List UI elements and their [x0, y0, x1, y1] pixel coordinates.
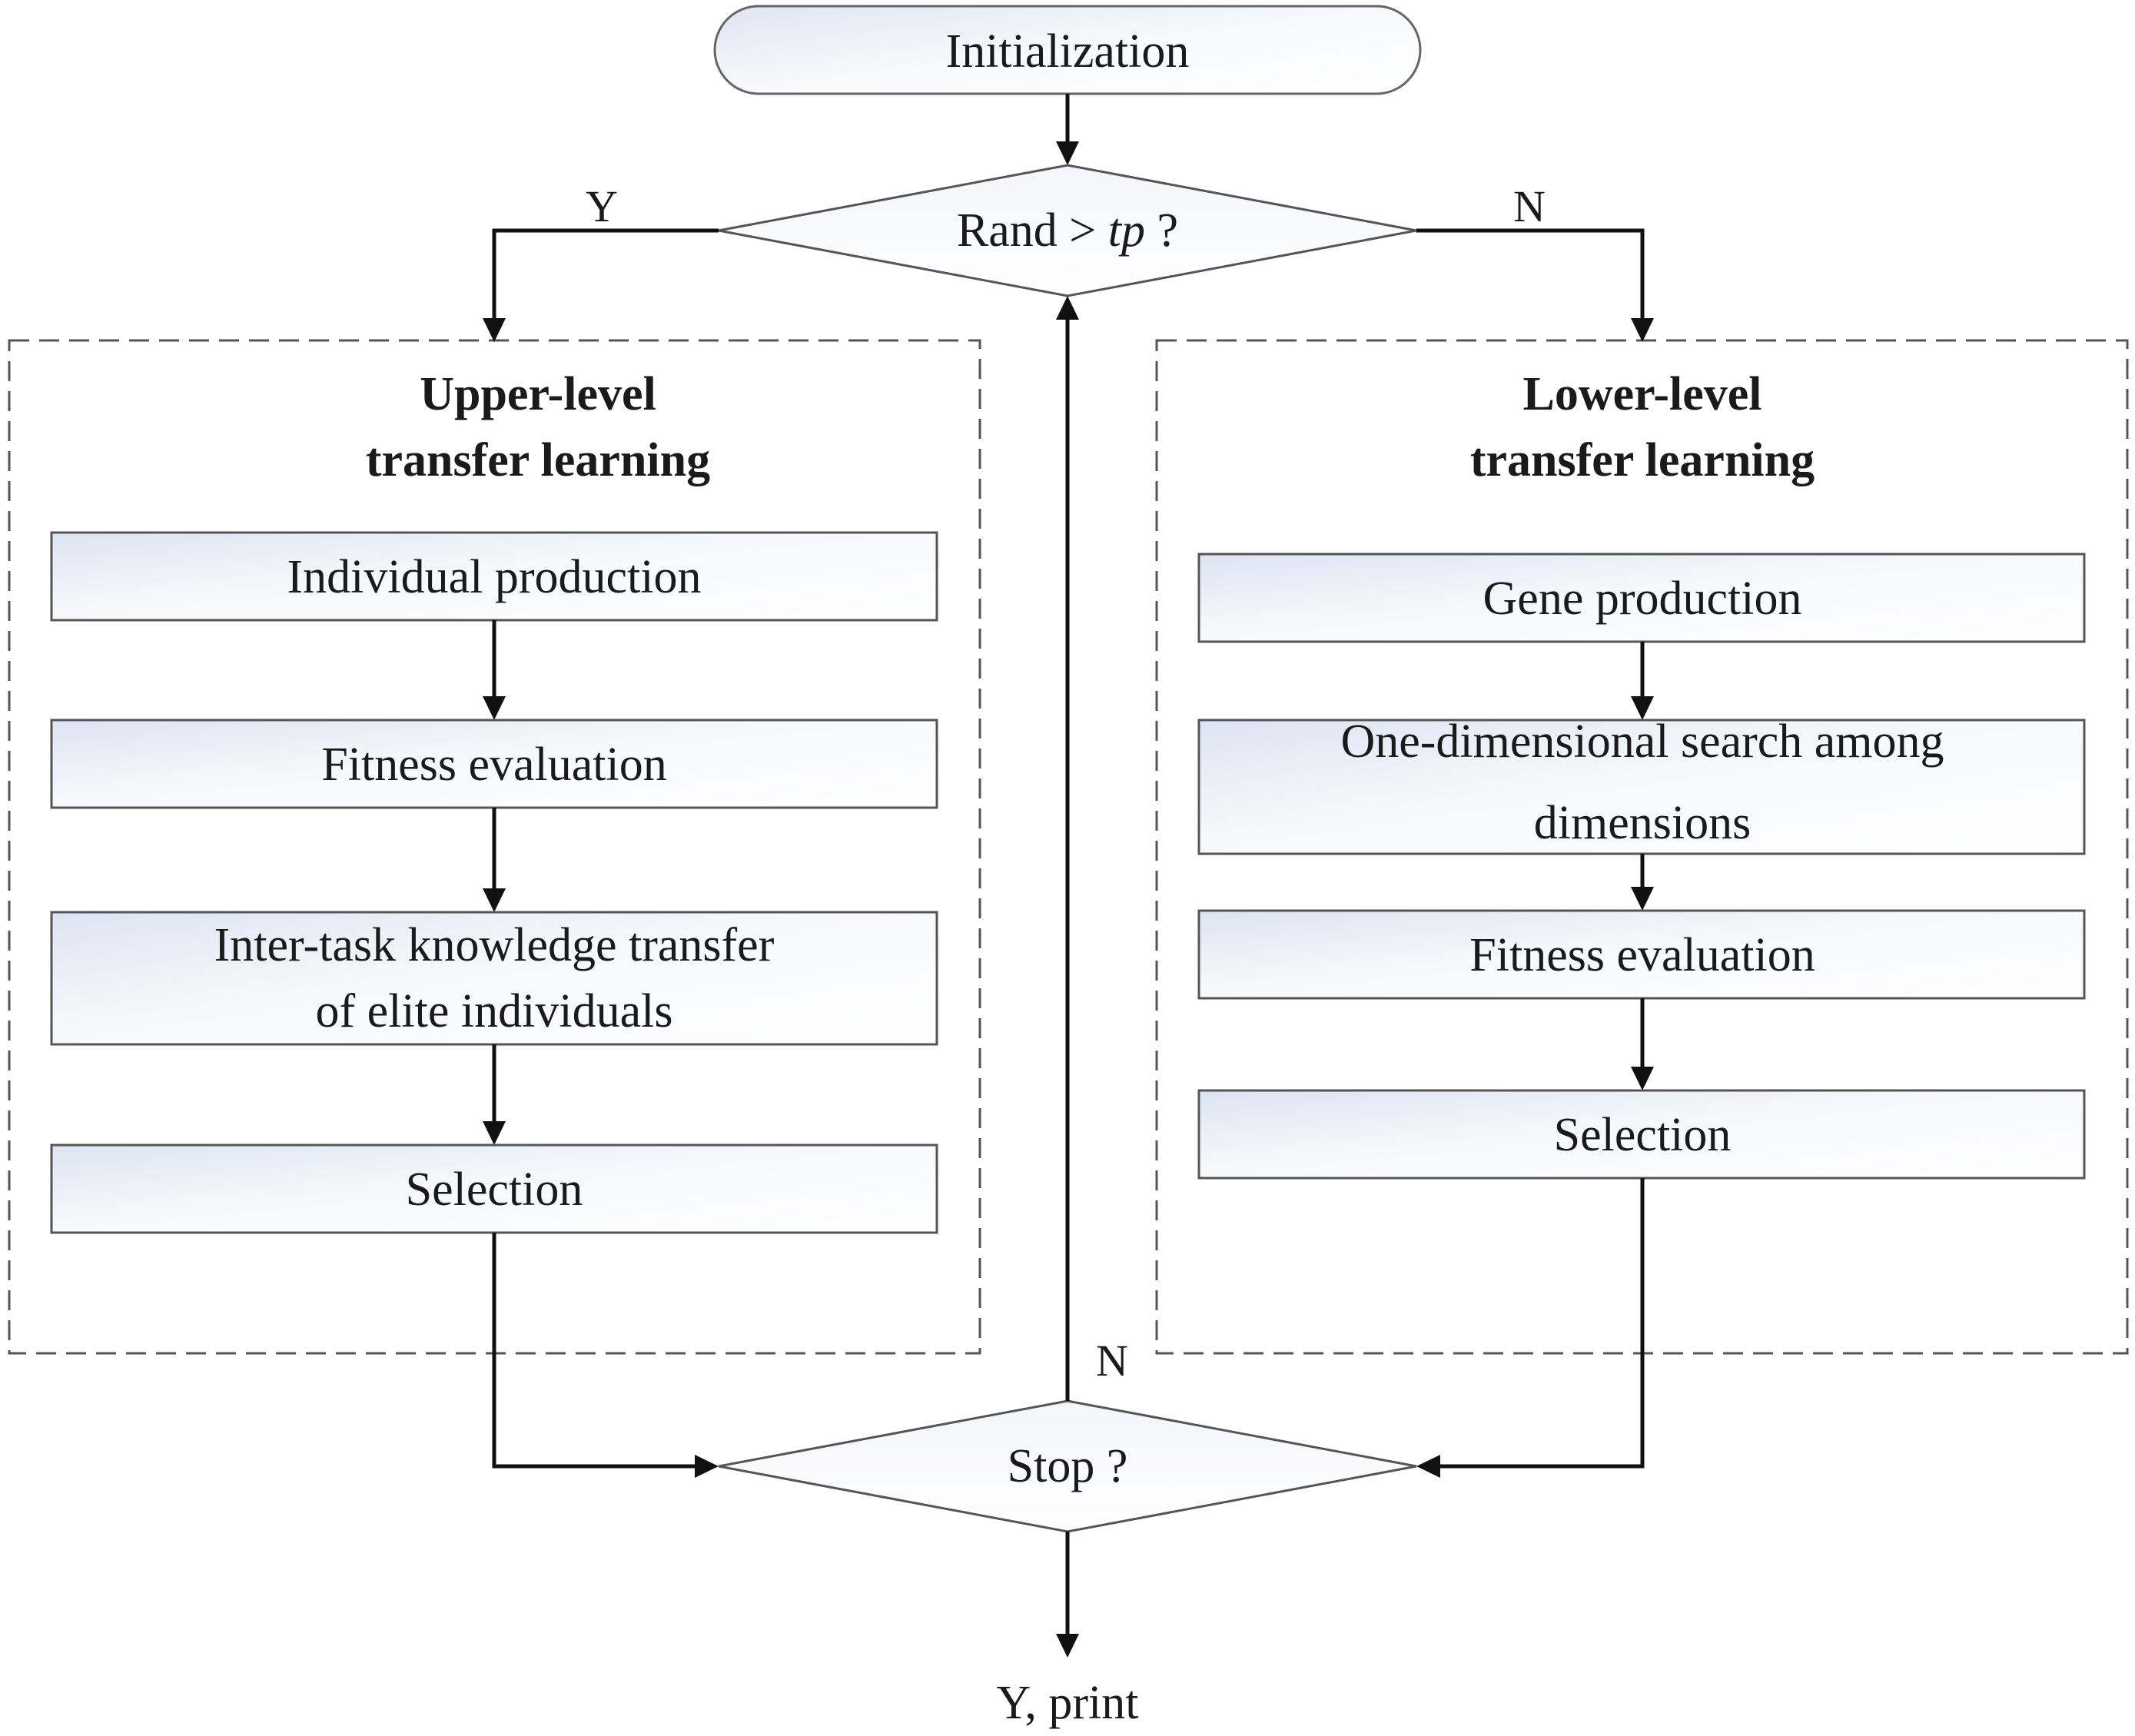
arrowhead-stop-right [1416, 1455, 1440, 1478]
arrowhead-stop-left [695, 1455, 719, 1478]
connector-upper-to-stop [492, 1233, 698, 1469]
arrowhead-lower-group [1631, 318, 1654, 342]
arrowhead-upper-3 [483, 888, 506, 912]
upper-step-3-label-line2: of elite individuals [316, 985, 673, 1037]
arrowhead-lower-4 [1631, 1067, 1654, 1090]
rand-decision-label: Rand > tp ? [957, 204, 1178, 257]
upper-level-title-line1: Upper-level [420, 368, 656, 420]
lower-step-2-label-line1: One-dimensional search among [1340, 715, 1944, 768]
arrowhead-lower-2 [1631, 696, 1654, 720]
upper-level-title-line2: transfer learning [366, 434, 710, 486]
arrowhead-loop-back [1056, 296, 1079, 320]
exit-label: Y, print [997, 1677, 1139, 1729]
connector-yes-branch [492, 228, 719, 321]
upper-step-1-label: Individual production [287, 551, 702, 603]
connector-lower-to-stop [1437, 1178, 1645, 1469]
tp-variable: tp [1108, 204, 1145, 257]
stop-decision-label: Stop ? [1008, 1440, 1128, 1492]
arrowhead-exit [1056, 1634, 1079, 1658]
upper-step-knowledge-transfer [50, 911, 938, 1046]
lower-level-title-line2: transfer learning [1470, 434, 1815, 486]
arrowhead-upper-4 [483, 1121, 506, 1145]
no-branch-label: N [1513, 181, 1546, 231]
arrowhead-lower-3 [1631, 887, 1654, 911]
initialization-label: Initialization [946, 25, 1190, 78]
lower-level-title-line1: Lower-level [1523, 368, 1762, 420]
yes-branch-label: Y [586, 181, 618, 231]
lower-step-4-label: Selection [1554, 1109, 1732, 1161]
loop-no-label: N [1096, 1336, 1128, 1386]
connector-no-branch [1416, 228, 1645, 321]
lower-step-2-label-line2: dimensions [1534, 797, 1751, 849]
upper-step-3-label-line1: Inter-task knowledge transfer [214, 919, 775, 971]
arrowhead-decision [1056, 141, 1079, 165]
lower-step-1-label: Gene production [1483, 573, 1802, 625]
lower-step-one-dimensional-search [1197, 719, 2086, 855]
arrowhead-upper-group [483, 318, 506, 342]
arrowhead-upper-2 [483, 696, 506, 720]
upper-step-2-label: Fitness evaluation [321, 739, 666, 791]
upper-step-4-label: Selection [406, 1163, 583, 1216]
upper-step-fitness-evaluation [50, 719, 938, 809]
lower-step-fitness-evaluation [1197, 909, 2086, 1000]
lower-step-3-label: Fitness evaluation [1469, 929, 1815, 981]
lower-step-selection [1197, 1089, 2086, 1180]
lower-step-gene-production [1197, 553, 2086, 643]
upper-step-selection [50, 1144, 938, 1234]
